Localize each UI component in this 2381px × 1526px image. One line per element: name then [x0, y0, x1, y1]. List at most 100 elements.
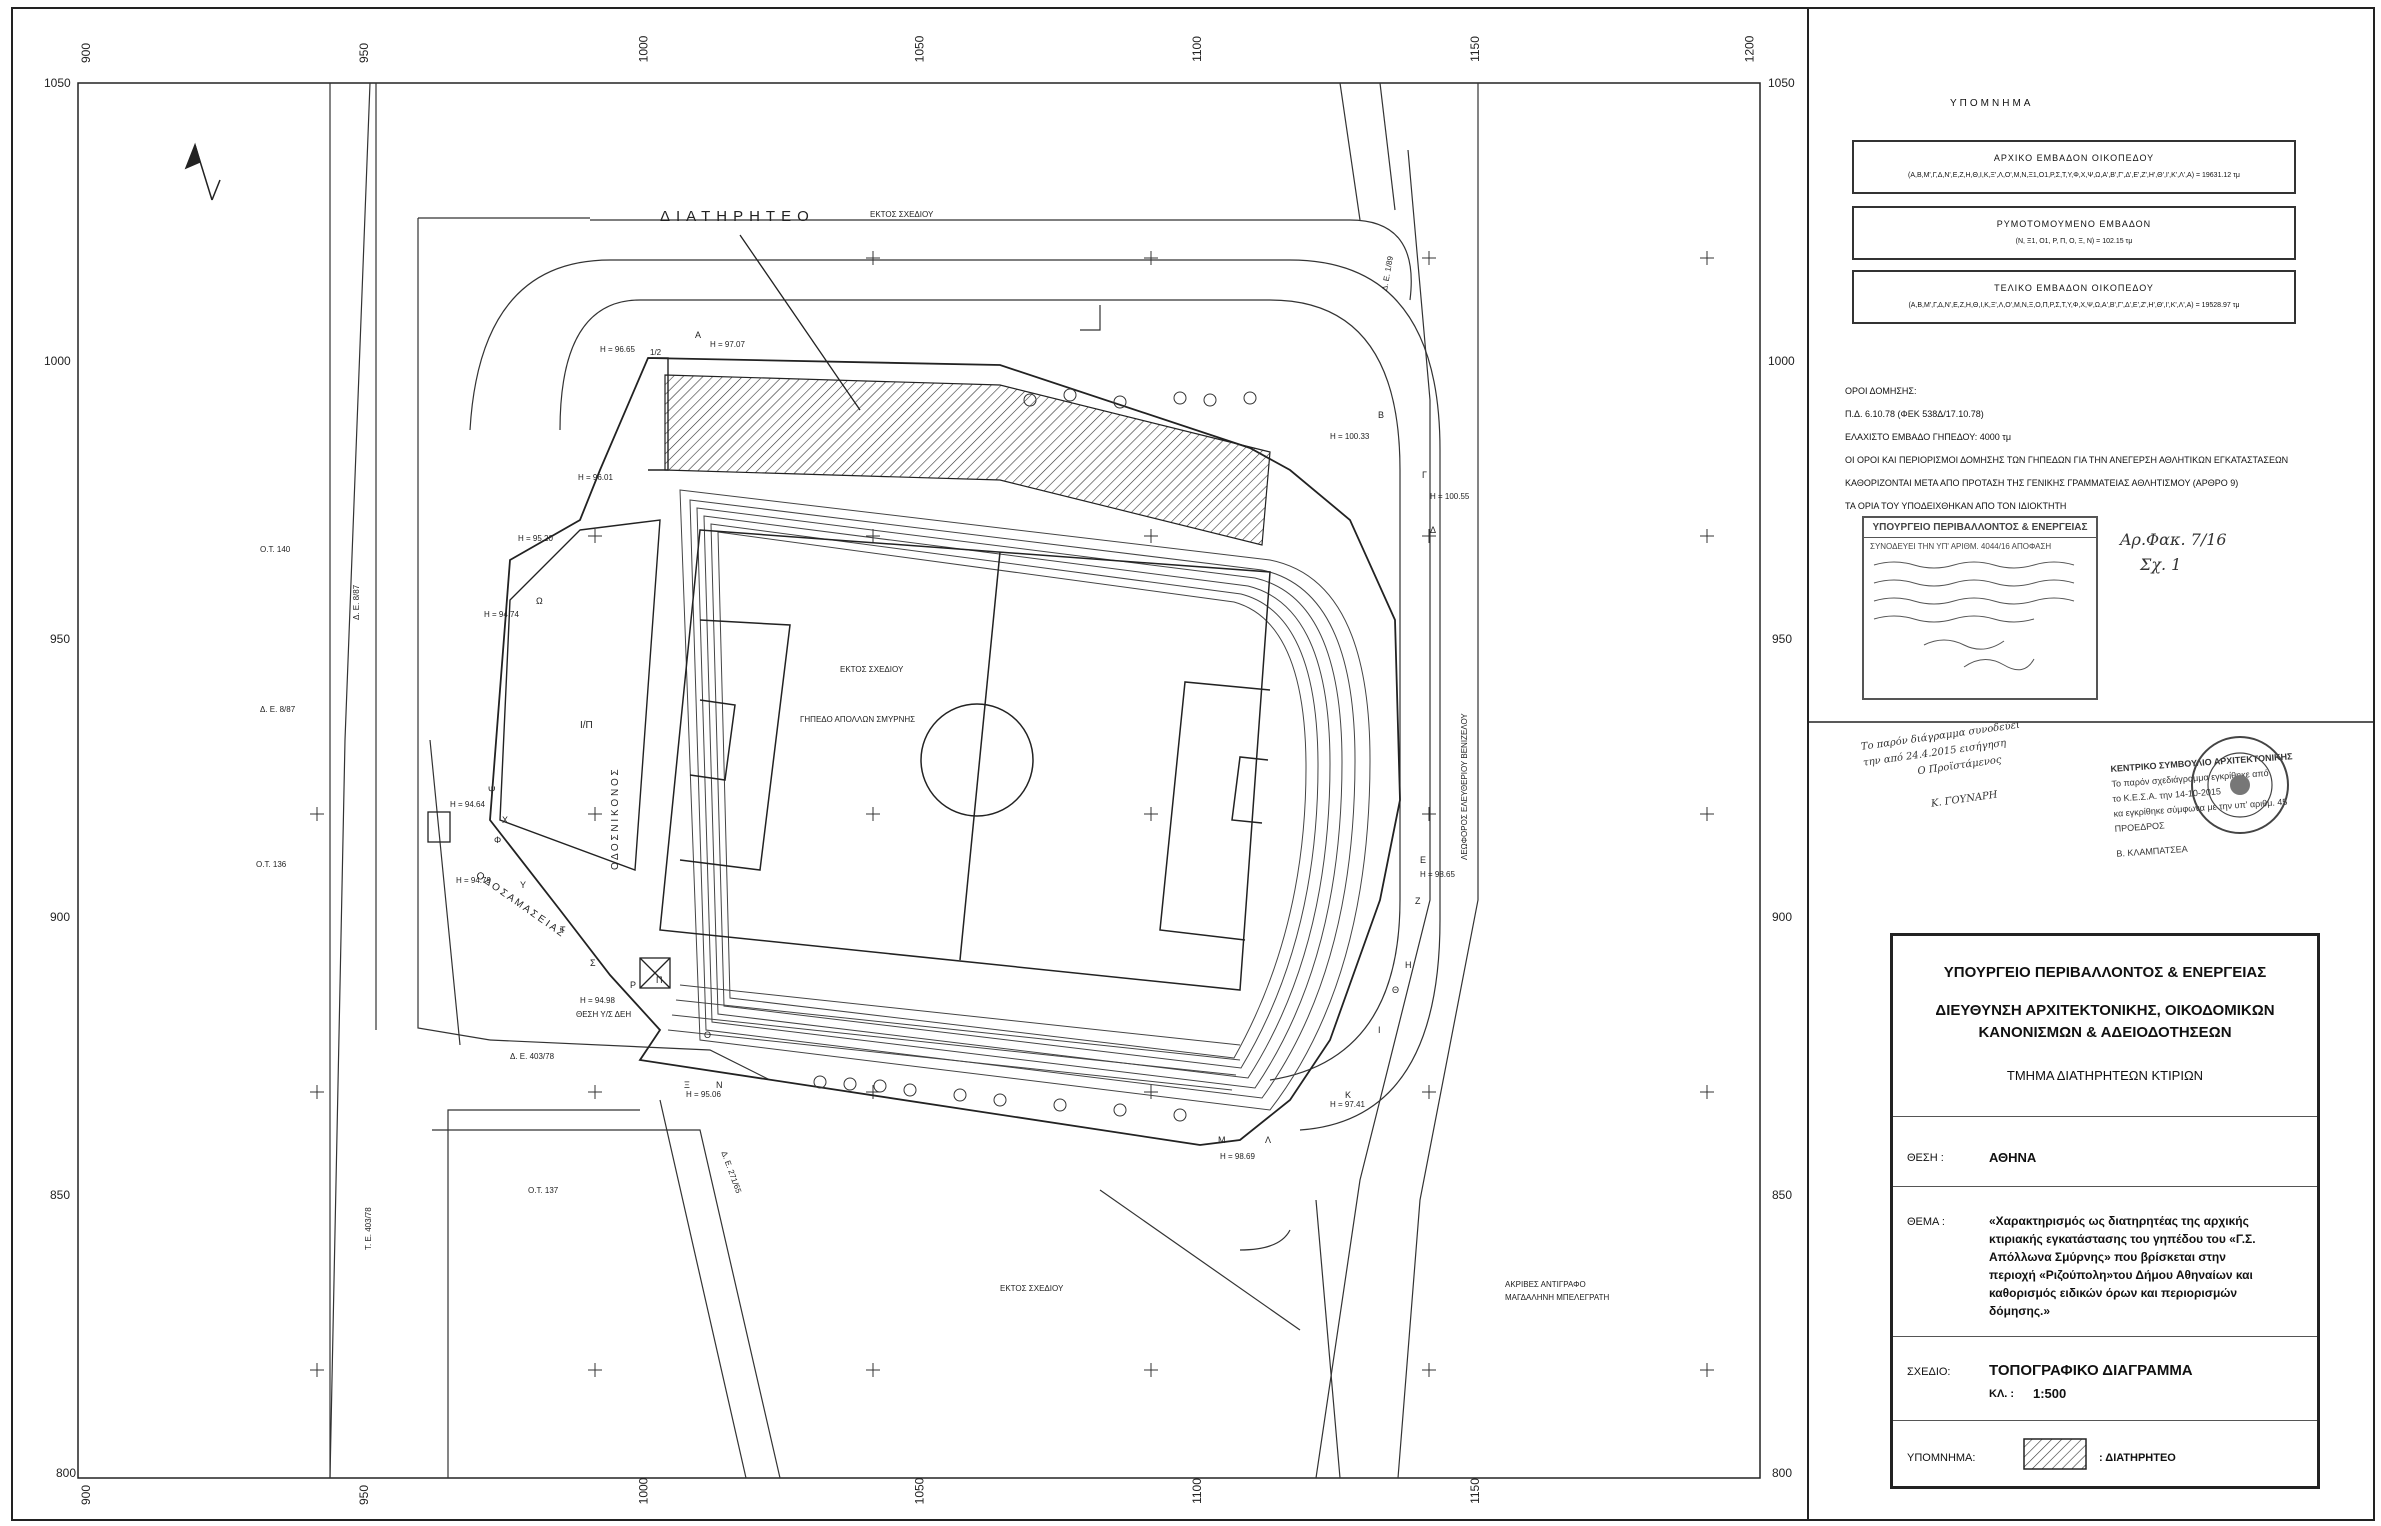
ip-label: Ι/Π — [580, 720, 593, 731]
subject-line: Απόλλωνα Σμύρνης» που βρίσκεται στην — [1989, 1250, 2226, 1264]
point-label: Υ — [520, 880, 527, 890]
point-label: Ε — [1420, 855, 1427, 865]
point-label: Κ — [1345, 1090, 1352, 1100]
point-label: Τ — [560, 925, 566, 935]
note-line: Π.Δ. 6.10.78 (ΦΕΚ 538Δ/17.10.78) — [1845, 409, 1984, 419]
height-label: Η = 98.65 — [1420, 870, 1455, 879]
legend-box-text: (Ν, Ξ1, Ο1, Ρ, Π, Ο, Ξ, Ν) = 102.15 τμ — [2015, 238, 2133, 245]
block-label: Ο.Τ. 136 — [256, 860, 287, 869]
legend-box-final-area: ΤΕΛΙΚΟ ΕΜΒΑΔΟΝ ΟΙΚΟΠΕΔΟΥ (Α,Β,Μ',Γ,Δ,Ν',… — [1852, 270, 2296, 324]
decree-label: Δ. Ε. 8/87 — [352, 584, 361, 620]
directorate-line: ΔΙΕΥΘΥΝΣΗ ΑΡΧΙΤΕΚΤΟΝΙΚΗΣ, ΟΙΚΟΔΟΜΙΚΩΝ — [1935, 1002, 2275, 1019]
grid-right-tick: 950 — [1772, 632, 1793, 646]
grid-left-tick: 850 — [50, 1188, 71, 1202]
height-label: Η = 96.65 — [600, 345, 635, 354]
legend-title: ΥΠΟΜΝΗΜΑ — [1950, 98, 2034, 109]
point-label: Ψ — [488, 785, 496, 795]
out-of-plan-label: ΕΚΤΟΣ ΣΧΕΔΙΟΥ — [840, 665, 904, 674]
point-label: Ω — [536, 596, 543, 606]
subject-line: καθορισμός ειδικών όρων και περιορισμών — [1989, 1286, 2238, 1300]
height-label: Η = 100.55 — [1430, 492, 1470, 501]
height-label: Η = 94.98 — [580, 996, 615, 1005]
running-track — [679, 489, 1371, 1111]
field-name-label: ΓΗΠΕΔΟ ΑΠΟΛΛΩΝ ΣΜΥΡΝΗΣ — [800, 715, 916, 724]
ministry-name: ΥΠΟΥΡΓΕΙΟ ΠΕΡΙΒΑΛΛΟΝΤΟΣ & ΕΝΕΡΓΕΙΑΣ — [1943, 964, 2267, 981]
grid-right-tick: 1000 — [1768, 354, 1795, 368]
legend-box-text: (Α,Β,Μ',Γ,Δ,Ν',Ε,Ζ,Η,Θ,Ι,Κ,Ξ',Λ,Ο',Μ,Ν,Ξ… — [1908, 172, 2240, 179]
legend-value: : ΔΙΑΤΗΡΗΤΕΟ — [2099, 1452, 2176, 1464]
ip-small-label: 1/2 — [650, 348, 662, 357]
height-label: Η = 100.33 — [1330, 432, 1370, 441]
hatch-swatch — [2023, 1438, 2087, 1470]
height-label: Η = 95.20 — [518, 534, 553, 543]
height-label: Η = 97.07 — [710, 340, 745, 349]
preserved-hatched-area — [664, 374, 1271, 546]
point-label: Δ — [1430, 525, 1437, 535]
west-stand — [499, 357, 669, 871]
handwritten-file-ref: Αρ.Φακ. 7/16 — [2120, 530, 2227, 549]
note-line: ΟΡΟΙ ΔΟΜΗΣΗΣ: — [1845, 386, 1917, 396]
grid-right-tick: 900 — [1772, 910, 1793, 924]
handwritten-sub-ref: Σχ. 1 — [2140, 555, 2182, 574]
point-label: Η — [1405, 960, 1412, 970]
ministry-stamp: ΥΠΟΥΡΓΕΙΟ ΠΕΡΙΒΑΛΛΟΝΤΟΣ & ΕΝΕΡΓΕΙΑΣ ΣΥΝΟ… — [1862, 516, 2098, 700]
height-label: Η = 94.64 — [450, 800, 485, 809]
decree-label: Δ. Ε. 403/78 — [510, 1052, 555, 1061]
grid-right-tick: 850 — [1772, 1188, 1793, 1202]
height-label: Η = 94.74 — [484, 610, 519, 619]
height-label: Η = 96.01 — [578, 473, 613, 482]
legend-label: ΥΠΟΜΝΗΜΑ: — [1907, 1452, 1976, 1464]
stamp-header: ΥΠΟΥΡΓΕΙΟ ΠΕΡΙΒΑΛΛΟΝΤΟΣ & ΕΝΕΡΓΕΙΑΣ — [1864, 518, 2096, 538]
stamp-line: ΣΥΝΟΔΕΥΕΙ ΤΗΝ ΥΠ' ΑΡΙΘΜ. 4044/16 ΑΠΟΦΑΣΗ — [1870, 542, 2052, 551]
south-stand — [667, 984, 1241, 1091]
site-boundary — [489, 357, 1401, 1146]
out-of-plan-label: ΕΚΤΟΣ ΣΧΕΔΙΟΥ — [870, 210, 934, 219]
trees — [813, 388, 1257, 1122]
grid-left-tick: 900 — [50, 910, 71, 924]
scale-label: ΚΛ. : — [1989, 1388, 2015, 1400]
point-label: Θ — [1392, 985, 1400, 995]
point-label: Ξ — [684, 1080, 690, 1090]
height-label: Η = 94.79 — [456, 876, 491, 885]
legend-box-title: ΑΡΧΙΚΟ ΕΜΒΑΔΟΝ ΟΙΚΟΠΕΔΟΥ — [1993, 153, 2155, 163]
streets — [329, 82, 1441, 1479]
grid-right-tick: 1050 — [1768, 76, 1795, 90]
point-label: Α — [695, 330, 702, 340]
point-label: Π — [656, 975, 663, 985]
subject-label: ΘΕΜΑ : — [1907, 1216, 1945, 1228]
north-arrow — [184, 142, 221, 201]
directorate-line: ΚΑΝΟΝΙΣΜΩΝ & ΑΔΕΙΟΔΟΤΗΣΕΩΝ — [1978, 1024, 2232, 1041]
legend-box-text: (Α,Β,Μ',Γ,Δ,Ν',Ε,Ζ,Η,Θ,Ι,Κ,Ξ',Λ,Ο',Μ,Ν,Ξ… — [1908, 302, 2240, 309]
point-label: Σ — [590, 958, 596, 968]
point-label: Ν — [716, 1080, 723, 1090]
note-line: ΟΙ ΟΡΟΙ ΚΑΙ ΠΕΡΙΟΡΙΣΜΟΙ ΔΟΜΗΣΗΣ ΤΩΝ ΓΗΠΕ… — [1845, 455, 2289, 465]
street-label: Ο Δ Ο Σ Ν Ι Κ Ο Ν Ο Σ — [610, 769, 621, 870]
decree-label: Τ. Ε. 403/78 — [364, 1207, 373, 1250]
note-line: ΚΑΘΟΡΙΖΟΝΤΑΙ ΜΕΤΑ ΑΠΟ ΠΡΟΤΑΣΗ ΤΗΣ ΓΕΝΙΚΗ… — [1845, 478, 2239, 488]
note-line: ΕΛΑΧΙΣΤΟ ΕΜΒΑΔΟ ΓΗΠΕΔΟΥ: 4000 τμ — [1845, 432, 2012, 442]
subject-line: κτιριακής εγκατάστασης του γηπέδου του «… — [1989, 1232, 2256, 1246]
stamp-handwriting — [1873, 561, 2075, 671]
note-line: ΤΑ ΟΡΙΑ ΤΟΥ ΥΠΟΔΕΙΧΘΗΚΑΝ ΑΠΟ ΤΟΝ ΙΔΙΟΚΤΗ… — [1845, 501, 2067, 511]
decree-label: Δ. Ε. 8/87 — [260, 705, 296, 714]
grid-left-tick: 800 — [56, 1466, 77, 1480]
legend-box-title: ΤΕΛΙΚΟ ΕΜΒΑΔΟΝ ΟΙΚΟΠΕΔΟΥ — [1994, 283, 2154, 293]
point-label: Ζ — [1415, 896, 1421, 906]
title-block: ΥΠΟΥΡΓΕΙΟ ΠΕΡΙΒΑΛΛΟΝΤΟΣ & ΕΝΕΡΓΕΙΑΣ ΔΙΕΥ… — [1890, 933, 2320, 1489]
point-label: Ρ — [630, 980, 637, 990]
block-label: Ο.Τ. 137 — [528, 1186, 559, 1195]
height-label: Η = 98.69 — [1220, 1152, 1255, 1161]
copy-note: ΑΚΡΙΒΕΣ ΑΝΤΙΓΡΑΦΟ — [1505, 1280, 1586, 1289]
point-label: Γ — [1422, 470, 1427, 480]
point-label: Ι — [1378, 1025, 1381, 1035]
location-label: ΘΕΣΗ : — [1907, 1152, 1944, 1164]
scale-value: 1:500 — [2033, 1386, 2067, 1401]
substation — [427, 811, 671, 989]
point-label: Ο — [704, 1030, 712, 1040]
point-label: Χ — [502, 815, 509, 825]
legend-box-initial-area: ΑΡΧΙΚΟ ΕΜΒΑΔΟΝ ΟΙΚΟΠΕΔΟΥ (Α,Β,Μ',Γ,Δ,Ν',… — [1852, 140, 2296, 194]
grid-left-tick: 1000 — [44, 354, 71, 368]
legend-box-title: ΡΥΜΟΤΟΜΟΥΜΕΝΟ ΕΜΒΑΔΟΝ — [1996, 219, 2152, 229]
height-label: Η = 95.06 — [686, 1090, 721, 1099]
